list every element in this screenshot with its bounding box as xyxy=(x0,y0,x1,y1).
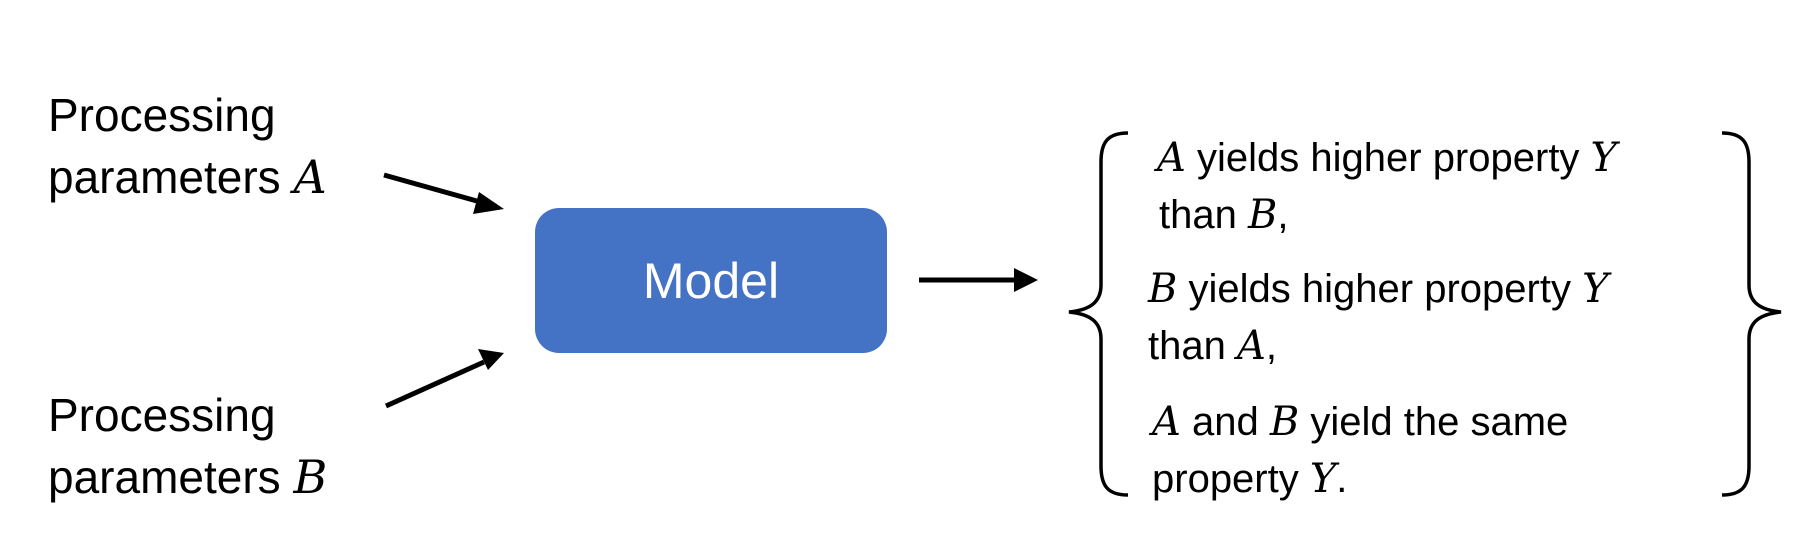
input-b-line1: Processing xyxy=(48,389,276,441)
outcome-2-var-b: B xyxy=(1148,266,1178,312)
outcome-2-line2: than A, xyxy=(1148,318,1608,375)
variable-b: B xyxy=(293,450,328,504)
left-brace xyxy=(1068,131,1129,497)
outcome-3-property: property xyxy=(1152,457,1310,501)
outcome-3-period: . xyxy=(1336,457,1348,501)
outcome-2-var-a: A xyxy=(1236,323,1266,369)
outcome-a-higher: A yields higher property Y than B, xyxy=(1157,130,1617,244)
model-label: Model xyxy=(642,252,780,309)
input-parameters-a: Processing parameters A xyxy=(48,84,327,208)
arrow-model-to-outcomes xyxy=(919,268,1038,292)
outcome-2-line1: B yields higher property Y xyxy=(1148,261,1608,318)
outcome-1-text: yields higher property xyxy=(1185,136,1591,180)
outcome-1-var-b: B xyxy=(1247,192,1278,238)
input-parameters-b: Processing parameters B xyxy=(48,384,327,508)
input-a-prefix: parameters xyxy=(48,151,294,203)
outcome-2-comma: , xyxy=(1265,324,1277,368)
outcome-3-and: and xyxy=(1180,400,1270,444)
input-b-line2: parameters B xyxy=(48,446,327,508)
outcome-3-line2: property Y. xyxy=(1152,451,1568,508)
input-b-prefix: parameters xyxy=(48,451,294,503)
outcome-1-comma: , xyxy=(1277,193,1289,237)
outcome-3-var-y: Y xyxy=(1309,456,1337,502)
outcome-1-var-y: Y xyxy=(1590,135,1617,181)
input-a-line2: parameters A xyxy=(48,146,327,208)
right-brace xyxy=(1721,131,1782,497)
outcome-1-line2: than B, xyxy=(1157,187,1617,244)
outcome-b-higher: B yields higher property Y than A, xyxy=(1148,261,1608,375)
arrow-a-to-model xyxy=(383,172,504,214)
outcome-1-var-a: A xyxy=(1157,135,1186,181)
outcome-3-var-b: B xyxy=(1269,399,1300,445)
outcome-3-line1: A and B yield the same xyxy=(1152,394,1568,451)
outcome-same: A and B yield the same property Y. xyxy=(1152,394,1568,508)
outcome-1-than: than xyxy=(1159,193,1248,237)
outcome-2-text: yields higher property xyxy=(1177,267,1583,311)
outcome-2-var-y: Y xyxy=(1582,266,1609,312)
outcome-3-text: yield the same xyxy=(1299,400,1569,444)
input-a-line1: Processing xyxy=(48,89,276,141)
arrow-b-to-model xyxy=(384,349,504,409)
model-box: Model xyxy=(535,208,887,353)
outcome-1-line1: A yields higher property Y xyxy=(1157,130,1617,187)
outcome-2-than: than xyxy=(1148,324,1237,368)
variable-a: A xyxy=(293,150,327,204)
outcome-3-var-a: A xyxy=(1152,399,1181,445)
